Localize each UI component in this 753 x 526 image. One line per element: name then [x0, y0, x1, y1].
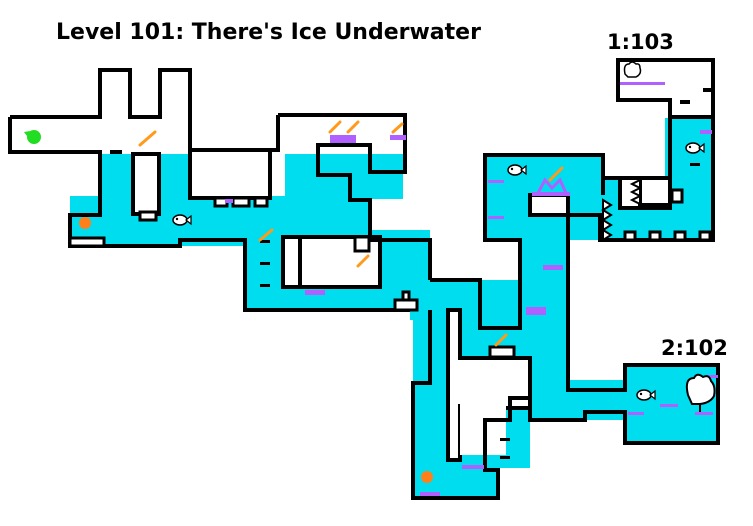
- glove-item-icon: [623, 61, 642, 78]
- ramp-icons: [138, 120, 564, 347]
- orange-orb-icon: [79, 217, 91, 229]
- exit-label-1-103: 1:103: [607, 30, 674, 54]
- spike-icons: [601, 178, 643, 242]
- water-areas: [70, 118, 718, 498]
- platforms: [68, 188, 712, 359]
- orange-orb-icon: [421, 471, 433, 483]
- exit-label-2-102: 2:102: [661, 336, 728, 360]
- ice-blocks: [225, 82, 718, 496]
- player-start-icon: [27, 130, 41, 144]
- level-title: Level 101: There's Ice Underwater: [56, 20, 481, 45]
- glove-item-icon: [685, 373, 716, 412]
- ice-arch: [536, 177, 568, 194]
